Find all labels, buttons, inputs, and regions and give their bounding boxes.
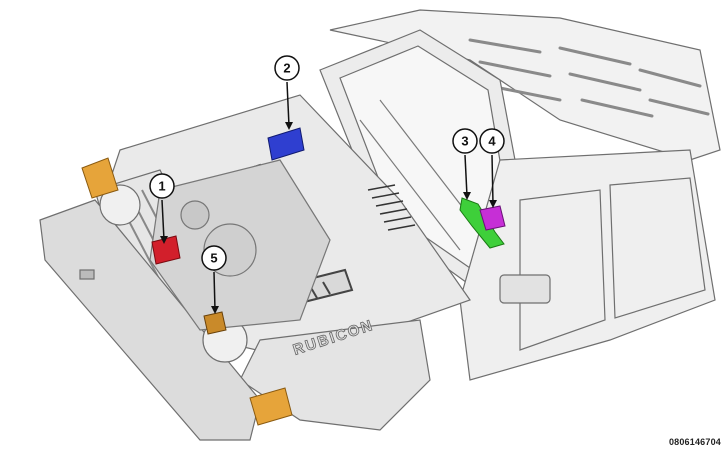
callout-5-number: 5 [210, 251, 217, 266]
front-bumper [39, 199, 261, 441]
callout-1-number: 1 [158, 179, 165, 194]
left-turn-signal [81, 157, 119, 199]
highlighted-components [151, 127, 506, 335]
component-2-marker [267, 127, 305, 161]
mirror [499, 274, 551, 304]
callout-4: 4 [479, 128, 505, 208]
vehicle-body: RUBICON [39, 9, 721, 441]
callout-2: 2 [274, 55, 300, 130]
left-headlamp [99, 184, 141, 226]
component-1-marker [151, 235, 181, 265]
tow-hook [79, 269, 95, 280]
callout-5: 5 [201, 245, 227, 314]
callout-1: 1 [149, 173, 175, 244]
component-3-marker [459, 197, 505, 249]
callouts: 1 2 3 4 5 [149, 55, 505, 314]
callout-2-number: 2 [283, 61, 290, 76]
callout-4-number: 4 [488, 134, 496, 149]
component-4-marker [479, 205, 506, 231]
figure-id: 0806146704 [668, 437, 721, 447]
callout-3-number: 3 [461, 134, 468, 149]
side-body [459, 149, 716, 381]
callout-3: 3 [452, 128, 478, 200]
rear-door [609, 177, 706, 319]
turn-signals [81, 157, 293, 426]
component-5-marker [203, 311, 227, 335]
cowl-vent [367, 184, 416, 231]
right-turn-signal [249, 387, 293, 426]
